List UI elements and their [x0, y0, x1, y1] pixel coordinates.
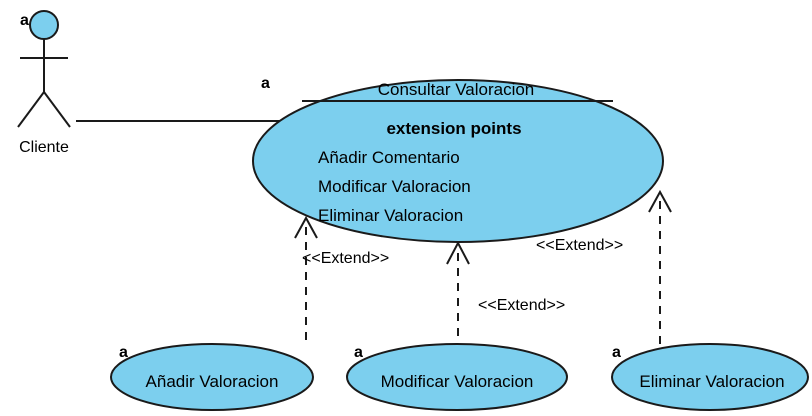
- extension-points-header: extension points: [386, 119, 521, 138]
- extend-relation-2: <<Extend>>: [446, 240, 565, 336]
- extend-label-2: <<Extend>>: [478, 297, 565, 314]
- use-case-ellipse: [611, 343, 809, 411]
- use-case-title: Consultar Valoracion: [378, 80, 535, 99]
- use-case-eliminar-valoracion[interactable]: a Eliminar Valoracion: [611, 343, 809, 411]
- actor-cliente[interactable]: a Cliente: [17, 10, 71, 156]
- use-case-ellipse: [110, 343, 314, 411]
- extend-label-3: <<Extend>>: [536, 237, 623, 254]
- use-case-consultar-valoracion[interactable]: a Consultar Valoracion extension points …: [252, 75, 664, 243]
- extend-label-1: <<Extend>>: [302, 250, 389, 267]
- use-case-modificar-valoracion[interactable]: a Modificar Valoracion: [346, 343, 568, 411]
- use-case-marker: a: [119, 344, 128, 361]
- arrowhead-3: [648, 189, 672, 213]
- use-case-marker: a: [261, 75, 270, 92]
- use-case-name: Añadir Valoracion: [146, 372, 279, 391]
- extension-point-3: Eliminar Valoracion: [318, 206, 463, 225]
- arrowhead-1: [294, 215, 318, 239]
- extension-point-1: Añadir Comentario: [318, 148, 460, 167]
- actor-head: [29, 10, 59, 40]
- actor-left-leg: [17, 91, 45, 128]
- extension-point-2: Modificar Valoracion: [318, 177, 471, 196]
- actor-marker: a: [20, 12, 29, 29]
- use-case-marker: a: [354, 344, 363, 361]
- use-case-anadir-valoracion[interactable]: a Añadir Valoracion: [110, 343, 314, 411]
- use-case-name: Eliminar Valoracion: [639, 372, 784, 391]
- use-case-marker: a: [612, 344, 621, 361]
- use-case-name: Modificar Valoracion: [381, 372, 534, 391]
- arrowhead-2: [446, 240, 470, 265]
- actor-right-leg: [43, 91, 71, 128]
- use-case-ellipse: [346, 343, 568, 411]
- actor-name: Cliente: [19, 139, 69, 156]
- extend-relation-3: <<Extend>>: [536, 189, 672, 344]
- extend-relation-1: <<Extend>>: [294, 215, 389, 340]
